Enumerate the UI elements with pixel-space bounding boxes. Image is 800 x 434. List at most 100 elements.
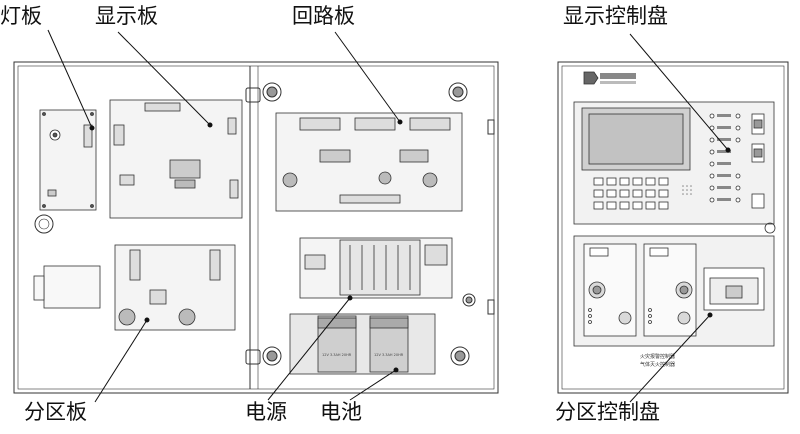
key-2[interactable] bbox=[606, 177, 617, 186]
mount-hole-mid bbox=[462, 293, 476, 307]
mount-hole-tr-inner bbox=[452, 86, 464, 98]
lamp-board-screw-2 bbox=[90, 112, 94, 116]
loop-board-chip-2 bbox=[399, 149, 429, 163]
zone-module-2-knob[interactable] bbox=[677, 311, 691, 325]
key-switch-mid-inner bbox=[753, 148, 763, 158]
power-supply-chip bbox=[304, 254, 326, 270]
printer-bay bbox=[709, 277, 759, 305]
zone-module-1 bbox=[583, 243, 637, 337]
zone-board-cap-left bbox=[118, 308, 136, 326]
left-device-tab bbox=[33, 275, 45, 301]
lamp-board bbox=[39, 109, 97, 211]
display-control-panel bbox=[573, 101, 775, 225]
label-display-control-panel: 显示控制盘 bbox=[563, 4, 668, 28]
display-board-chip-main bbox=[169, 159, 201, 179]
left-cabinet bbox=[13, 61, 499, 394]
key-7[interactable] bbox=[606, 189, 617, 198]
keypad bbox=[593, 177, 669, 210]
left-device-body bbox=[43, 265, 101, 309]
leader-zone-board-dot bbox=[144, 317, 150, 323]
led-13 bbox=[735, 185, 741, 191]
battery-left-cap bbox=[317, 317, 357, 329]
led-6 bbox=[709, 173, 715, 179]
zone-board-cap-right bbox=[178, 308, 196, 326]
mount-hole-tr bbox=[448, 82, 468, 102]
key-15[interactable] bbox=[645, 201, 656, 210]
printer-paper-slot[interactable] bbox=[725, 285, 743, 299]
label-battery: 电池 bbox=[320, 400, 362, 424]
mount-hole-br bbox=[450, 346, 470, 366]
key-8[interactable] bbox=[619, 189, 630, 198]
leader-lamp-board bbox=[47, 29, 93, 129]
loop-board-cap-2 bbox=[378, 171, 392, 185]
led-7 bbox=[709, 185, 715, 191]
led-3 bbox=[709, 137, 715, 143]
loop-board-terminal-2 bbox=[354, 117, 396, 131]
right-cabinet-frame bbox=[557, 61, 789, 394]
battery-right-label: 12V 3.3AH 20HR bbox=[374, 353, 404, 357]
leader-zone-board bbox=[94, 319, 148, 403]
cabinet-lock-bottom bbox=[487, 299, 495, 315]
power-supply bbox=[299, 237, 453, 299]
leader-zone-control-panel bbox=[629, 314, 711, 403]
leader-zone-control-panel-dot bbox=[707, 312, 713, 318]
mount-hole-br-inner bbox=[454, 350, 466, 362]
zone-module-leds bbox=[588, 308, 652, 324]
cabinet-keyhole bbox=[764, 222, 776, 234]
led-9 bbox=[735, 113, 741, 119]
zone-module-1-knob[interactable] bbox=[618, 311, 632, 325]
key-switch-top-inner bbox=[753, 119, 763, 129]
key-13[interactable] bbox=[619, 201, 630, 210]
label-loop-board: 回路板 bbox=[292, 4, 355, 28]
right-cabinet-inner bbox=[561, 65, 785, 390]
display-board-connector-right bbox=[227, 117, 237, 135]
led-8 bbox=[709, 197, 715, 203]
key-14[interactable] bbox=[632, 201, 643, 210]
mount-hole-tl-inner bbox=[266, 86, 278, 98]
left-knockout-hole-inner bbox=[38, 218, 50, 230]
logo-text-bar bbox=[600, 73, 636, 79]
power-supply-terminal bbox=[424, 244, 448, 266]
key-3[interactable] bbox=[619, 177, 630, 186]
display-board bbox=[109, 99, 243, 219]
key-18[interactable] bbox=[658, 201, 669, 210]
leader-display-board bbox=[117, 31, 211, 126]
zone-module-2-display bbox=[649, 247, 669, 257]
key-11[interactable] bbox=[593, 201, 604, 210]
zone-board bbox=[114, 244, 236, 331]
speaker-grille bbox=[682, 185, 692, 195]
loop-board-chip-1 bbox=[319, 149, 351, 163]
label-display-board: 显示板 bbox=[95, 4, 158, 28]
fire-alarm-controller-text: 火灾报警控制器 bbox=[640, 353, 675, 360]
key-1[interactable] bbox=[593, 177, 604, 186]
leader-lines bbox=[47, 29, 731, 403]
key-4[interactable] bbox=[632, 177, 643, 186]
key-9[interactable] bbox=[632, 189, 643, 198]
cabinet-outer-frame bbox=[13, 61, 499, 394]
key-10[interactable] bbox=[645, 189, 656, 198]
led-14 bbox=[735, 197, 741, 203]
key-switch-bottom[interactable] bbox=[751, 193, 765, 209]
key-5[interactable] bbox=[645, 177, 656, 186]
lamp-board-knob-center bbox=[52, 132, 58, 138]
left-knockout-hole bbox=[34, 214, 54, 234]
zone-module-1-display bbox=[589, 247, 609, 257]
key-17[interactable] bbox=[658, 189, 669, 198]
key-16[interactable] bbox=[658, 177, 669, 186]
lamp-board-chip bbox=[47, 189, 57, 197]
loop-board-terminal-1 bbox=[299, 117, 341, 131]
key-6[interactable] bbox=[593, 189, 604, 198]
key-12[interactable] bbox=[606, 201, 617, 210]
lamp-board-connector bbox=[83, 124, 93, 148]
zone-board-relay-right bbox=[209, 249, 221, 281]
zone-board-relay-left bbox=[129, 249, 141, 281]
display-board-header bbox=[144, 102, 181, 112]
cabinet-inner-frame bbox=[17, 65, 495, 390]
leader-display-control-panel bbox=[629, 33, 729, 151]
loop-board-terminal-3 bbox=[409, 117, 451, 131]
battery-right-cap bbox=[369, 317, 409, 329]
leader-loop-board bbox=[334, 31, 401, 123]
leader-lamp-board-dot bbox=[89, 125, 95, 131]
